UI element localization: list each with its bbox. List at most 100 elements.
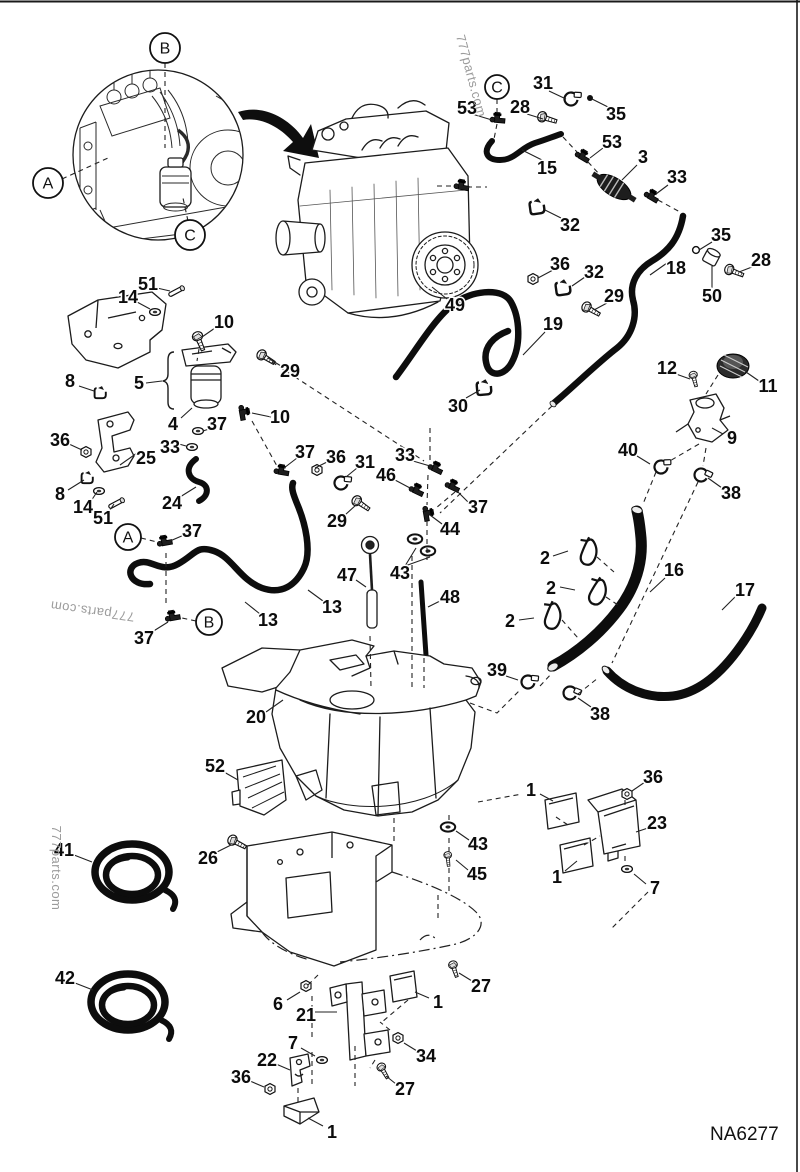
nut-36-icon [311, 464, 323, 476]
part-label-31: 31 [533, 73, 553, 93]
part-label-51: 51 [93, 508, 113, 528]
part-label-36: 36 [231, 1067, 251, 1087]
part-label-28: 28 [510, 97, 530, 117]
part-label-20: 20 [246, 707, 266, 727]
pin-51-icon [167, 284, 186, 299]
clamp-31-icon [332, 473, 355, 492]
engine-mount-bracket [67, 291, 167, 369]
part-label-39: 39 [487, 660, 507, 680]
part-label-27: 27 [395, 1079, 415, 1099]
part-label-22: 22 [257, 1050, 277, 1070]
clamp-2-icon [573, 535, 602, 568]
bolt-29-icon [579, 299, 603, 320]
part-label-8: 8 [55, 484, 65, 504]
part-label-7: 7 [288, 1033, 298, 1053]
grommet-43-icon [439, 821, 457, 833]
part-label-9: 9 [727, 428, 737, 448]
nut-6-icon [300, 979, 312, 993]
hose-18 [550, 212, 687, 407]
part-label-28: 28 [751, 250, 771, 270]
hoses [87, 131, 767, 1042]
bolt-27-icon [375, 1061, 393, 1081]
callout-circle-C: C [174, 219, 206, 251]
part-label-33: 33 [667, 167, 687, 187]
part-label-41: 41 [54, 840, 74, 860]
hose-24 [185, 456, 210, 504]
clamp-31-icon [561, 88, 586, 109]
fitting-37-icon [162, 607, 182, 623]
part-label-37: 37 [207, 414, 227, 434]
clip-32-icon [527, 197, 547, 216]
fuel-filter-4 [190, 365, 222, 409]
bracket-22 [289, 1053, 311, 1087]
part-label-53: 53 [602, 132, 622, 152]
part-label-25: 25 [136, 448, 156, 468]
nut-35 [691, 245, 701, 255]
part-label-34: 34 [416, 1046, 436, 1066]
part-label-10: 10 [270, 407, 290, 427]
callout-circle-A: A [32, 167, 64, 199]
rubber-pads [283, 792, 594, 1125]
part-label-36: 36 [550, 254, 570, 274]
fitting-44-icon [421, 503, 437, 523]
part-label-1: 1 [552, 867, 562, 887]
part-label-32: 32 [560, 215, 580, 235]
bracket-21 [329, 981, 391, 1061]
detail-arrow [238, 109, 319, 158]
part-label-2: 2 [540, 548, 550, 568]
part-label-7: 7 [650, 878, 660, 898]
part-label-1: 1 [433, 992, 443, 1012]
part-label-32: 32 [584, 262, 604, 282]
part-label-29: 29 [280, 361, 300, 381]
svg-text:B: B [160, 41, 171, 58]
fitting-46-icon [406, 479, 428, 498]
spacer-50 [702, 247, 721, 267]
leader-lines [67, 90, 760, 1127]
part-label-49: 49 [445, 295, 465, 315]
fuel-tank [221, 639, 482, 817]
washer-7-icon [620, 864, 634, 874]
drawing-number: NA6277 [710, 1124, 779, 1145]
part-label-16: 16 [664, 560, 684, 580]
deflector-plate [231, 759, 287, 816]
nut-36-icon [527, 273, 539, 285]
dipstick-47 [360, 535, 380, 629]
part-label-2: 2 [546, 578, 556, 598]
part-label-36: 36 [326, 447, 346, 467]
clamp-38-icon [692, 466, 715, 485]
washer-37-icon [191, 426, 205, 436]
part-label-23: 23 [647, 813, 667, 833]
support-frame [230, 831, 482, 967]
assembly-dashes [140, 99, 719, 1104]
grommet-43-icon [419, 545, 437, 557]
watermark-text: 777parts.com [49, 598, 135, 625]
callout-circle-A: A [114, 523, 142, 551]
watermark-text: 777parts.com [49, 826, 64, 911]
hose-19 [392, 288, 522, 381]
part-label-53: 53 [457, 98, 477, 118]
fuel-filter-3 [591, 171, 637, 203]
part-label-36: 36 [50, 430, 70, 450]
part-label-14: 14 [73, 497, 93, 517]
part-label-37: 37 [468, 497, 488, 517]
svg-text:A: A [43, 176, 54, 193]
part-label-33: 33 [395, 445, 415, 465]
part-label-33: 33 [160, 437, 180, 457]
part-label-40: 40 [618, 440, 638, 460]
part-label-3: 3 [638, 147, 648, 167]
fitting-10-icon [237, 402, 253, 422]
part-label-5: 5 [134, 373, 144, 393]
washer-7-icon [315, 1055, 329, 1065]
svg-text:A: A [123, 530, 134, 547]
hose-17 [602, 603, 767, 702]
part-label-47: 47 [337, 565, 357, 585]
part-label-37: 37 [134, 628, 154, 648]
part-label-19: 19 [543, 314, 563, 334]
engine-illustration [275, 100, 479, 319]
clamp-39-icon [519, 672, 542, 691]
part-label-42: 42 [55, 968, 75, 988]
